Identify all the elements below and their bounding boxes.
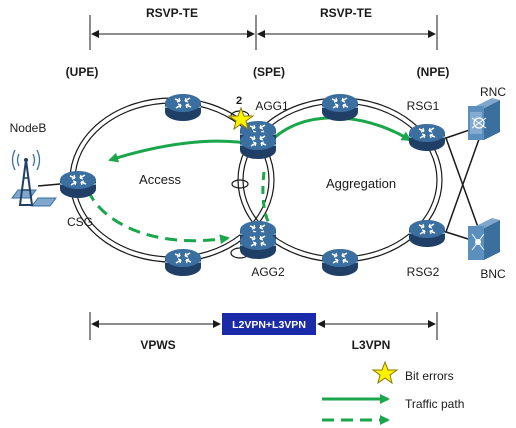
agg1-label: AGG1	[255, 99, 289, 113]
bnc-server-icon[interactable]	[468, 218, 500, 260]
nodeb-tower-icon	[11, 149, 57, 207]
bnc-label: BNC	[480, 267, 506, 281]
role-upe-label: (UPE)	[66, 65, 99, 79]
router-access-bottom[interactable]	[164, 248, 202, 277]
router-agg2-stack[interactable]	[239, 231, 277, 260]
router-agg1-stack[interactable]	[239, 131, 277, 160]
router-aggregation-top[interactable]	[321, 93, 359, 122]
rsg2-label: RSG2	[407, 265, 440, 279]
traffic-path-solid-access	[108, 139, 263, 163]
rsvp-te-left-label: RSVP-TE	[146, 6, 198, 20]
l3vpn-label: L3VPN	[352, 338, 391, 352]
bit-error-star-icon	[227, 106, 255, 131]
l2vpn-l3vpn-label: L2VPN+L3VPN	[232, 319, 306, 331]
l2vpn-l3vpn-box	[222, 313, 316, 335]
router-access-top[interactable]	[164, 93, 202, 122]
legend-bit-errors: Bit errors	[405, 369, 454, 383]
legend-star-icon	[371, 360, 399, 385]
link-marker-spe	[231, 179, 249, 189]
role-npe-label: (NPE)	[417, 65, 450, 79]
vpn-dimension	[89, 312, 438, 340]
router-rsg1[interactable]	[408, 123, 446, 152]
rsvp-te-dimension	[89, 15, 438, 50]
rnc-server-icon[interactable]	[468, 98, 500, 140]
rsvp-te-right-label: RSVP-TE	[320, 6, 372, 20]
access-label: Access	[139, 172, 181, 187]
aggregation-label: Aggregation	[326, 176, 396, 191]
router-rsg2[interactable]	[408, 219, 446, 248]
traffic-path-solid-aggregation	[268, 116, 412, 144]
agg2-label: AGG2	[251, 265, 285, 279]
legend-traffic-path: Traffic path	[405, 397, 464, 411]
rsg1-label: RSG1	[407, 99, 440, 113]
router-csg[interactable]	[59, 170, 97, 199]
role-spe-label: (SPE)	[253, 65, 285, 79]
csg-label: CSG	[67, 215, 93, 229]
nodeb-label: NodeB	[10, 121, 47, 135]
traffic-path-dashed-access	[86, 189, 230, 245]
fault-index-label: 2	[236, 95, 242, 107]
rnc-label: RNC	[480, 85, 506, 99]
router-aggregation-bottom[interactable]	[321, 248, 359, 277]
vpws-label: VPWS	[140, 338, 175, 352]
nodeb-link	[37, 183, 61, 187]
traffic-path-dashed-spe	[261, 171, 272, 227]
